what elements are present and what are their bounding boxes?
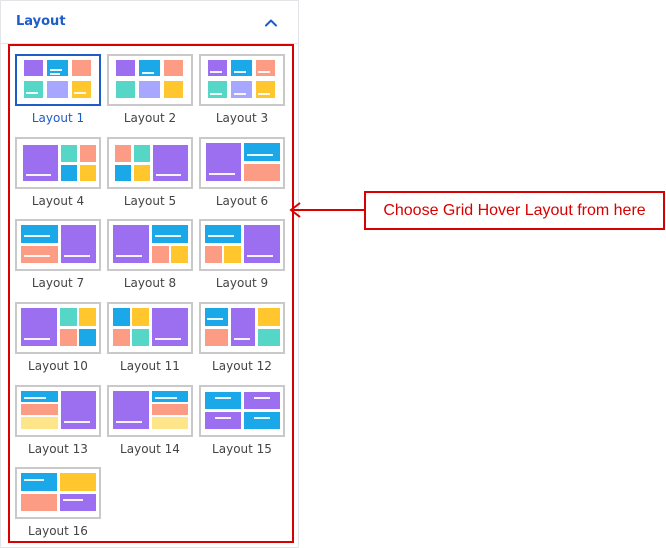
annotation-text: Choose Grid Hover Layout from here: [383, 201, 646, 219]
layout-5-thumbnail: [107, 137, 193, 189]
layout-label: Layout 8: [123, 276, 177, 290]
layout-label: Layout 4: [31, 194, 85, 208]
layout-option-4[interactable]: Layout 4: [15, 137, 101, 211]
layout-label: Layout 14: [120, 442, 180, 456]
annotation-highlight-box: [8, 44, 294, 543]
layout-option-5[interactable]: Layout 5: [107, 137, 193, 211]
layout-option-1[interactable]: Layout 1: [15, 54, 101, 128]
layout-8-thumbnail: [107, 219, 193, 271]
layout-option-13[interactable]: Layout 13: [15, 385, 101, 459]
annotation-callout: Choose Grid Hover Layout from here: [364, 191, 665, 230]
layout-6-thumbnail: [199, 137, 285, 189]
layout-label: Layout 12: [212, 359, 272, 373]
layout-14-thumbnail: [107, 385, 193, 437]
layout-15-thumbnail: [199, 385, 285, 437]
layout-4-thumbnail: [15, 137, 101, 189]
layout-option-3[interactable]: Layout 3: [199, 54, 285, 128]
chevron-up-icon[interactable]: [263, 15, 279, 31]
layout-16-thumbnail: [15, 467, 101, 519]
layout-option-10[interactable]: Layout 10: [15, 302, 101, 376]
panel-title: Layout: [16, 14, 66, 29]
layout-label: Layout 3: [215, 111, 269, 125]
layout-option-12[interactable]: Layout 12: [199, 302, 285, 376]
layout-option-7[interactable]: Layout 7: [15, 219, 101, 293]
layout-label: Layout 15: [212, 442, 272, 456]
layout-label: Layout 7: [31, 276, 85, 290]
panel-header[interactable]: Layout: [1, 1, 298, 44]
arrow-left-icon: [289, 202, 366, 218]
layout-11-thumbnail: [107, 302, 193, 354]
layout-2-thumbnail: [107, 54, 193, 106]
layout-label: Layout 13: [28, 442, 88, 456]
layout-option-9[interactable]: Layout 9: [199, 219, 285, 293]
layout-13-thumbnail: [15, 385, 101, 437]
layout-label: Layout 5: [123, 194, 177, 208]
layout-panel: Layout Layout 1: [0, 0, 299, 548]
layout-option-8[interactable]: Layout 8: [107, 219, 193, 293]
layout-option-2[interactable]: Layout 2: [107, 54, 193, 128]
layout-option-6[interactable]: Layout 6: [199, 137, 285, 211]
layout-option-14[interactable]: Layout 14: [107, 385, 193, 459]
layout-12-thumbnail: [199, 302, 285, 354]
layout-option-16[interactable]: Layout 16: [15, 467, 101, 541]
layout-7-thumbnail: [15, 219, 101, 271]
layout-label: Layout 16: [28, 524, 88, 538]
layout-label: Layout 10: [28, 359, 88, 373]
layout-option-15[interactable]: Layout 15: [199, 385, 285, 459]
layout-9-thumbnail: [199, 219, 285, 271]
layout-label: Layout 6: [215, 194, 269, 208]
layout-10-thumbnail: [15, 302, 101, 354]
layout-label: Layout 11: [120, 359, 180, 373]
layout-label: Layout 2: [123, 111, 177, 125]
layout-3-thumbnail: [199, 54, 285, 106]
layout-option-11[interactable]: Layout 11: [107, 302, 193, 376]
layout-grid: Layout 1 Layout 2: [1, 1, 300, 548]
layout-label: Layout 9: [215, 276, 269, 290]
layout-label: Layout 1: [31, 111, 85, 125]
layout-1-thumbnail: [15, 54, 101, 106]
